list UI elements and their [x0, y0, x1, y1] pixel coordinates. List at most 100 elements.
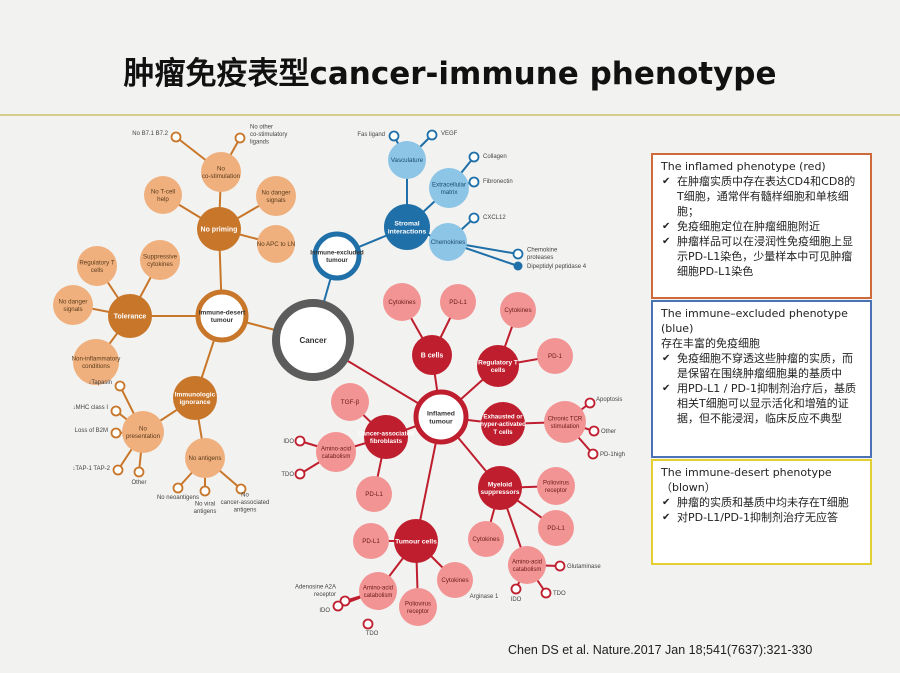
leaf-cxcl12: CXCL12 [468, 212, 506, 224]
leaf-marker [362, 618, 374, 630]
node-circle [440, 284, 476, 320]
node-vasculature: Vasculature [388, 141, 426, 179]
node-circle [140, 240, 180, 280]
node-pd-l1: PD-L1 [538, 510, 574, 546]
node-circle [53, 285, 93, 325]
leaf-vegf: VEGF [426, 129, 458, 141]
leaf-marker [587, 448, 599, 460]
citation: Chen DS et al. Nature.2017 Jan 18;541(76… [508, 643, 813, 657]
leaf-ido: IDO [283, 435, 306, 447]
leaf-tdo: TDO [362, 618, 379, 637]
leaf-no-b7-1-b7-2: No B7.1 B7.2 [132, 131, 182, 143]
node-circle [383, 283, 421, 321]
leaf-label: Other [601, 429, 616, 435]
leaf-glutaminase: Glutaminase [554, 560, 601, 572]
node-circle [201, 152, 241, 192]
inflamed-note-box: The inflamed phenotype (red) 在肿瘤实质中存在表达C… [651, 153, 872, 299]
leaf-label: PD-1high [600, 452, 625, 458]
node-label: PD-L1 [362, 538, 380, 545]
leaf-label: IDO [283, 439, 294, 445]
leaf-fibronectin: Fibronectin [468, 176, 513, 188]
node-circle [77, 246, 117, 286]
node-cytokines: Cytokines [468, 521, 504, 557]
leaf-marker [426, 129, 438, 141]
node-circle [144, 176, 182, 214]
node-label: No priming [201, 226, 238, 233]
node-circle [437, 562, 473, 598]
node-cytokines: Cytokines [500, 292, 536, 328]
node-label: PD-L1 [547, 525, 565, 532]
center-label: Cancer [299, 336, 326, 345]
leaf-marker [468, 212, 480, 224]
node-label: No antigens [188, 455, 221, 462]
leaf-dipeptidyl-peptidase-4: Dipeptidyl peptidase 4 [513, 261, 587, 271]
leaf-marker [112, 464, 124, 476]
node-no-apc-to-ln: No APC to LN [257, 225, 296, 263]
inflamed-note-bullet: 肿瘤样品可以在浸润性免疫细胞上显示PD-L1染色，少量样本中可见肿瘤细胞PD-L… [661, 234, 862, 279]
node-circle [173, 376, 217, 420]
leaf-tapasin: ↓Tapasin [88, 380, 126, 392]
leaf-ido: IDO [319, 600, 344, 614]
desert-note-bullet: 肿瘤的实质和基质中均未存在T细胞 [661, 495, 862, 510]
leaf-marker [468, 151, 480, 163]
leaf-marker [110, 427, 122, 439]
excluded-note-intro: 存在丰富的免疫细胞 [661, 337, 760, 350]
leaf-label: Apoptosis [596, 397, 622, 403]
node-circle [353, 523, 389, 559]
leaf-marker [199, 485, 211, 497]
desert-note-header: The immune-desert phenotype（blown） [661, 466, 832, 494]
leaf-loss-of-b2m: Loss of B2M [75, 427, 122, 439]
leaf-pd-1high: PD-1high [587, 448, 625, 460]
node-circle [429, 223, 467, 261]
leaf-label: No neoantigens [157, 495, 199, 501]
node-circle [477, 345, 519, 387]
node-circle [257, 225, 295, 263]
leaf-label: ↓TAP-1 TAP-2 [72, 466, 110, 472]
node-circle [359, 572, 397, 610]
node-tgf: TGF-β [331, 383, 369, 421]
leaf-marker [513, 261, 523, 271]
node-label: PD-1 [548, 353, 563, 360]
leaf-label: TDO [553, 591, 566, 597]
node-label: Cytokines [441, 577, 468, 584]
title-divider [0, 114, 900, 116]
node-no-antigens: No antigens [185, 438, 225, 478]
leaf-label: No B7.1 B7.2 [132, 131, 168, 137]
leaf-collagen: Collagen [468, 151, 507, 163]
leaf-marker [554, 560, 566, 572]
node-circle [394, 519, 438, 563]
node-label: No APC to LN [257, 241, 296, 248]
leaf-label: Fibronectin [483, 179, 513, 185]
branch-no-priming: No priming [197, 207, 241, 251]
excluded-note-header: The immune–excluded phenotype (blue) [661, 307, 848, 335]
node-label: Tolerance [114, 313, 147, 320]
desert-note-box: The immune-desert phenotype（blown） 肿瘤的实质… [651, 459, 872, 565]
leaf-marker [133, 466, 145, 478]
